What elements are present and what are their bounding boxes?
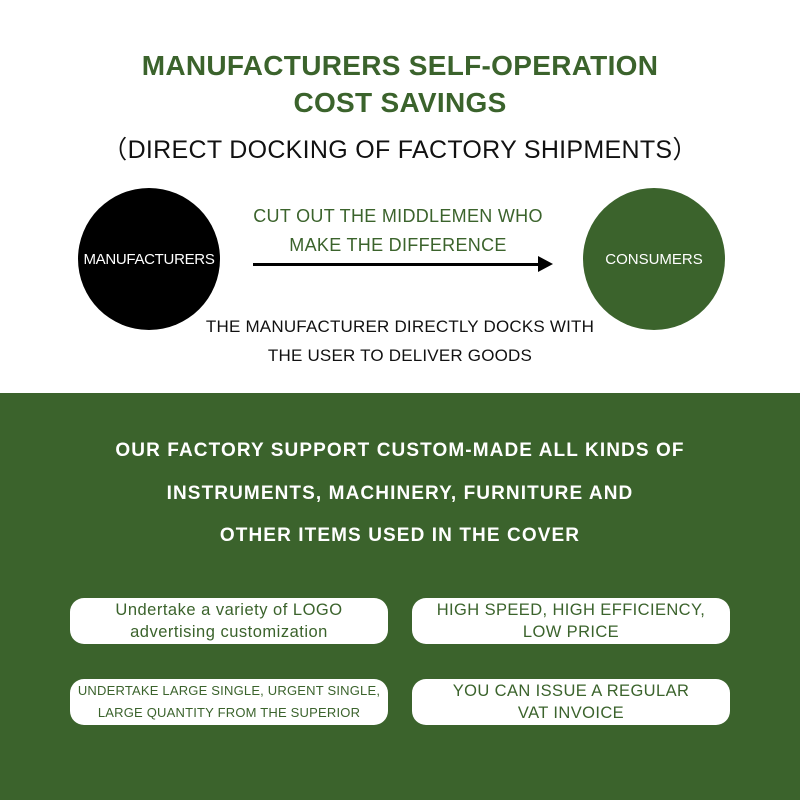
feature-pill-line-2: LARGE QUANTITY FROM THE SUPERIOR <box>97 705 361 720</box>
consumers-label: CONSUMERS <box>605 250 703 268</box>
arrow-caption-line-2: MAKE THE DIFFERENCE <box>289 235 507 255</box>
factory-statement-line-2: INSTRUMENTS, MACHINERY, FURNITURE AND <box>166 483 634 504</box>
direct-docking-caption-line-2: THE USER TO DELIVER GOODS <box>267 346 533 365</box>
arrow-right-icon <box>538 256 553 272</box>
feature-pill-line-1: YOU CAN ISSUE A REGULAR <box>452 682 690 700</box>
feature-pill-line-2: LOW PRICE <box>522 623 620 641</box>
arrow-caption-line-1: CUT OUT THE MIDDLEMEN WHO <box>253 206 543 226</box>
consumers-circle: CONSUMERS <box>583 188 725 330</box>
feature-pill-high-efficiency: HIGH SPEED, HIGH EFFICIENCY, LOW PRICE <box>412 598 730 644</box>
factory-statement-line-3: OTHER ITEMS USED IN THE COVER <box>219 525 581 546</box>
feature-pill-logo-customization: Undertake a variety of LOGO advertising … <box>70 598 388 644</box>
feature-pill-line-1: UNDERTAKE LARGE SINGLE, URGENT SINGLE, <box>77 683 381 698</box>
top-section: MANUFACTURERS SELF-OPERATION COST SAVING… <box>0 0 800 393</box>
factory-band: OUR FACTORY SUPPORT CUSTOM-MADE ALL KIND… <box>0 393 800 800</box>
direct-docking-caption: THE MANUFACTURER DIRECTLY DOCKS WITH THE… <box>150 312 650 370</box>
feature-pill-line-1: HIGH SPEED, HIGH EFFICIENCY, <box>436 601 706 619</box>
page-title-line-1: MANUFACTURERS SELF-OPERATION <box>141 50 659 81</box>
feature-pill-large-orders: UNDERTAKE LARGE SINGLE, URGENT SINGLE, L… <box>70 679 388 725</box>
feature-pill-line-2: VAT INVOICE <box>517 704 625 722</box>
manufacturers-label: MANUFACTURERS <box>83 250 215 268</box>
arrow-caption: CUT OUT THE MIDDLEMEN WHO MAKE THE DIFFE… <box>200 202 596 260</box>
arrow-right-icon-shaft <box>253 263 540 266</box>
direct-docking-caption-line-1: THE MANUFACTURER DIRECTLY DOCKS WITH <box>205 317 595 336</box>
page-title-line-2: COST SAVINGS <box>293 87 507 118</box>
manufacturers-circle: MANUFACTURERS <box>78 188 220 330</box>
factory-statement-line-1: OUR FACTORY SUPPORT CUSTOM-MADE ALL KIND… <box>115 440 685 461</box>
feature-pill-line-1: Undertake a variety of LOGO <box>115 601 343 619</box>
feature-pill-line-2: advertising customization <box>130 623 328 641</box>
page-subtitle: （DIRECT DOCKING OF FACTORY SHIPMENTS） <box>102 136 698 164</box>
feature-pill-vat-invoice: YOU CAN ISSUE A REGULAR VAT INVOICE <box>412 679 730 725</box>
